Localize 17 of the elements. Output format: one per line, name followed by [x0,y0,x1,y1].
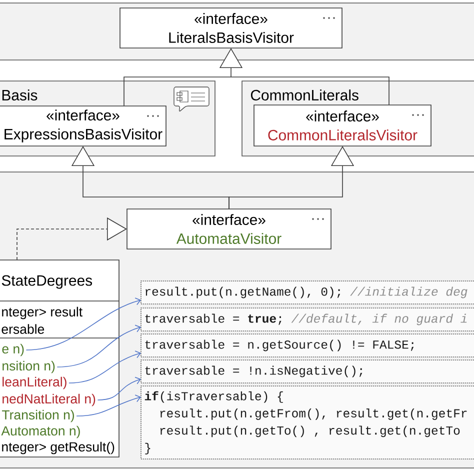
realization-arrow [16,217,127,260]
generalization-arrow [124,48,390,106]
arrow [68,350,141,384]
code-box: if(isTraversable) { result.put(n.getFrom(), result.get(n.getFr result.put(n.getTo() , result.get(n.getTo } [140,386,474,460]
method-label: e n) [2,344,24,356]
method-label: nedNatLiteral n) [2,394,96,406]
code-box: result.put(n.getName(), 0); //initialize deg [140,280,474,304]
code-box: traversable = true; //default, if no guard i [140,308,474,332]
code-box: traversable = n.getSource() != FALSE; [140,334,474,358]
method-label: nsition n) [2,360,55,374]
arrow [76,394,141,416]
arrow [26,298,141,350]
arrow [97,376,141,400]
code-box: traversable = !n.isNegative(); [140,360,474,384]
method-label: leanLiteral) [2,376,66,390]
arrow [56,324,141,368]
method-label: Transition n) [2,410,74,422]
